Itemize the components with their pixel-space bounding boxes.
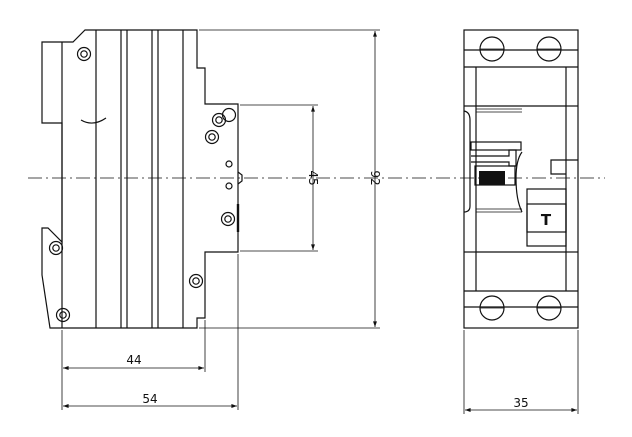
dimension-label-92: 92 xyxy=(368,170,382,185)
terminal-screw-bottom-inner xyxy=(59,311,67,319)
dimension-92: 92 xyxy=(199,29,382,329)
front-left-bracket xyxy=(463,110,471,213)
front-view-outline xyxy=(463,29,579,329)
dimension-label-45: 45 xyxy=(306,170,320,185)
front-screw-2 xyxy=(204,129,220,145)
terminal-screw-right-bottom-inner xyxy=(192,277,200,285)
front-screw-1-inner xyxy=(215,116,223,124)
dimension-45: 45 xyxy=(240,104,320,252)
front-screw-1 xyxy=(211,112,227,128)
terminal-screw-bottom xyxy=(55,307,71,323)
test-button-symbol: T xyxy=(541,211,552,229)
dimension-label-35: 35 xyxy=(513,396,528,410)
front-toggle-housing xyxy=(470,141,522,151)
rail-clip-slot xyxy=(80,117,107,124)
indicator-dot-2 xyxy=(225,182,233,190)
terminal-screw-right-bottom xyxy=(188,273,204,289)
dimension-label-44: 44 xyxy=(126,353,141,367)
terminal-screw-top xyxy=(76,46,92,62)
front-screw-2-inner xyxy=(208,133,216,141)
front-screw-3-inner xyxy=(224,215,232,223)
dimension-44: 44 xyxy=(61,320,206,410)
front-knob xyxy=(221,107,237,123)
terminal-screw-top-inner xyxy=(80,50,88,58)
front-right-bracket xyxy=(515,151,523,213)
side-view xyxy=(41,29,243,329)
side-view-outline xyxy=(41,29,239,329)
test-button xyxy=(526,203,567,233)
dimension-label-54: 54 xyxy=(142,392,157,406)
front-toggle-lever xyxy=(471,149,517,167)
front-view: T xyxy=(463,29,579,329)
dimension-35: 35 xyxy=(463,330,579,414)
terminal-screw-left-inner xyxy=(52,244,60,252)
indicator-dot-1 xyxy=(225,160,233,168)
front-indicator-block xyxy=(479,171,505,185)
terminal-screw-left xyxy=(48,240,64,256)
dimension-54: 54 xyxy=(63,254,239,410)
toggle-lever-side xyxy=(237,171,243,185)
front-right-notch xyxy=(550,159,578,175)
front-screw-3 xyxy=(220,211,236,227)
